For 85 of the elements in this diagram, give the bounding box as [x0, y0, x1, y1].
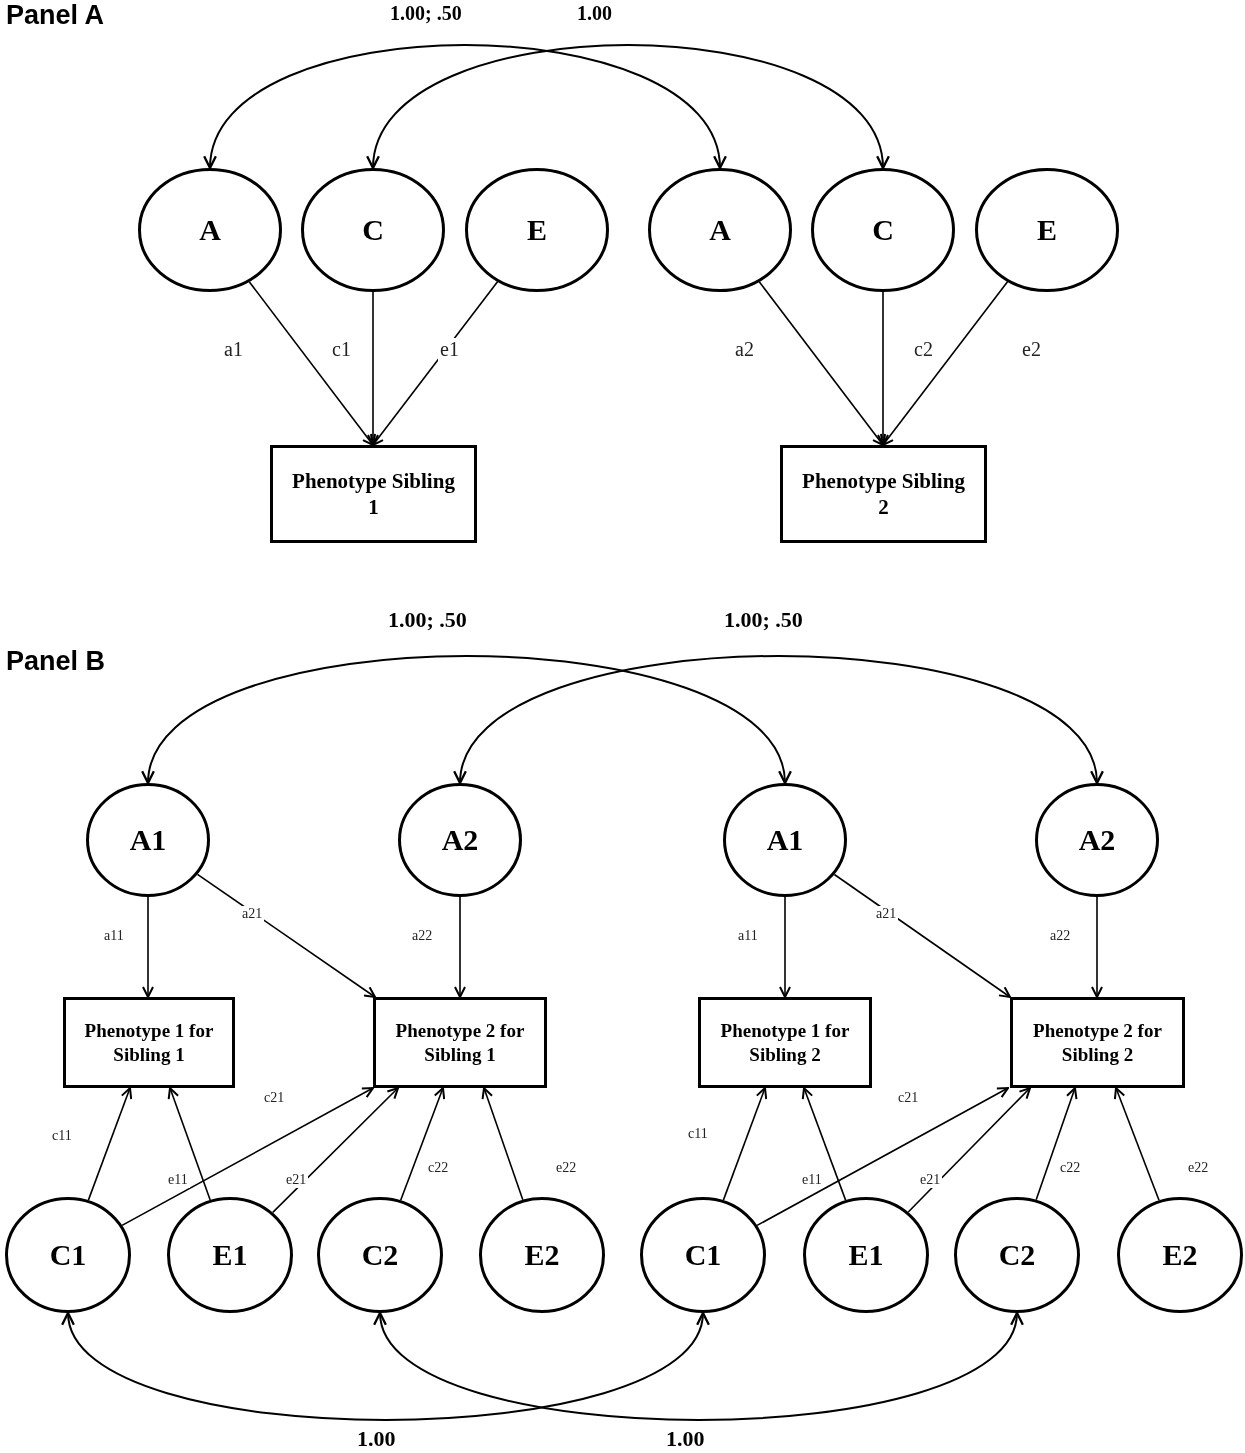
- latent-factor-ellipse: [954, 1197, 1080, 1313]
- latent-factor-ellipse: [465, 168, 609, 292]
- observed-variable-box: [270, 445, 477, 543]
- path-arrow: [248, 281, 374, 446]
- path-arrow: [167, 1087, 211, 1201]
- path-arrow: [882, 281, 1009, 446]
- path-arrow: [833, 873, 1011, 998]
- phenotype-label: Phenotype 1 for Sibling 1: [83, 1018, 215, 1067]
- latent-factor-ellipse: [301, 168, 445, 292]
- path-arrow: [907, 1087, 1031, 1213]
- factor-label: A: [709, 212, 731, 249]
- factor-label: E: [1037, 212, 1057, 249]
- path-coefficient: e1: [438, 338, 461, 361]
- path-coefficient: a21: [874, 906, 899, 922]
- path-coefficient: a21: [240, 906, 265, 922]
- covariance-arrow: [144, 655, 789, 785]
- factor-label: A1: [129, 822, 167, 859]
- phenotype-label: Phenotype Sibling 2: [801, 467, 966, 521]
- phenotype-label: Phenotype 2 for Sibling 1: [394, 1018, 526, 1067]
- path-arrow: [779, 896, 791, 998]
- factor-label: E1: [212, 1237, 248, 1274]
- path-arrow: [1035, 1087, 1078, 1201]
- path-arrow: [877, 291, 889, 446]
- panel-heading: Panel B: [6, 646, 106, 677]
- path-coefficient: e11: [166, 1172, 190, 1188]
- factor-label: C: [362, 212, 384, 249]
- path-arrow: [756, 1087, 1009, 1227]
- observed-variable-box: [780, 445, 987, 543]
- latent-factor-ellipse: [811, 168, 955, 292]
- latent-factor-ellipse: [1117, 1197, 1243, 1313]
- path-arrow: [121, 1087, 374, 1227]
- latent-factor-ellipse: [723, 783, 847, 897]
- path-coefficient: e21: [284, 1172, 309, 1188]
- factor-label: A: [199, 212, 221, 249]
- latent-factor-ellipse: [86, 783, 210, 897]
- path-arrow: [722, 1087, 768, 1201]
- phenotype-label: Phenotype Sibling 1: [291, 467, 456, 521]
- path-arrow: [142, 896, 154, 998]
- latent-factor-ellipse: [138, 168, 282, 292]
- path-arrow: [272, 1087, 399, 1214]
- factor-label: C2: [361, 1237, 399, 1274]
- latent-factor-ellipse: [479, 1197, 605, 1313]
- latent-factor-ellipse: [640, 1197, 766, 1313]
- observed-variable-box: [698, 997, 872, 1088]
- path-coefficient: e11: [800, 1172, 824, 1188]
- path-arrow: [372, 281, 499, 446]
- path-arrow: [758, 281, 884, 446]
- factor-label: C: [872, 212, 894, 249]
- factor-label: C1: [684, 1237, 722, 1274]
- path-arrow: [87, 1087, 133, 1201]
- latent-factor-ellipse: [648, 168, 792, 292]
- covariance-arrow: [206, 44, 724, 170]
- factor-label: C2: [998, 1237, 1036, 1274]
- covariance-arrow: [369, 44, 887, 170]
- latent-factor-ellipse: [975, 168, 1119, 292]
- observed-variable-box: [373, 997, 547, 1088]
- path-arrow: [801, 1087, 847, 1201]
- factor-label: E1: [848, 1237, 884, 1274]
- path-arrow: [1091, 896, 1103, 998]
- factor-label: A2: [441, 822, 479, 859]
- path-arrow: [481, 1087, 524, 1201]
- latent-factor-ellipse: [167, 1197, 293, 1313]
- latent-factor-ellipse: [398, 783, 522, 897]
- phenotype-label: Phenotype 2 for Sibling 2: [1032, 1018, 1163, 1067]
- path-arrow: [367, 291, 379, 446]
- latent-factor-ellipse: [803, 1197, 929, 1313]
- latent-factor-ellipse: [5, 1197, 131, 1313]
- latent-factor-ellipse: [1035, 783, 1159, 897]
- factor-label: E: [527, 212, 547, 249]
- factor-label: A1: [766, 822, 804, 859]
- factor-label: C1: [49, 1237, 87, 1274]
- panel-heading: Panel A: [6, 0, 105, 31]
- latent-factor-ellipse: [317, 1197, 443, 1313]
- path-coefficient: e21: [918, 1172, 943, 1188]
- path-arrow: [399, 1087, 446, 1201]
- covariance-arrow: [456, 655, 1101, 785]
- observed-variable-box: [63, 997, 235, 1088]
- factor-label: E2: [524, 1237, 560, 1274]
- path-arrow: [1113, 1087, 1160, 1202]
- observed-variable-box: [1010, 997, 1185, 1088]
- phenotype-label: Phenotype 1 for Sibling 2: [719, 1018, 851, 1067]
- path-arrow: [454, 896, 466, 998]
- path-arrow: [196, 873, 376, 998]
- factor-label: A2: [1078, 822, 1116, 859]
- factor-label: E2: [1162, 1237, 1198, 1274]
